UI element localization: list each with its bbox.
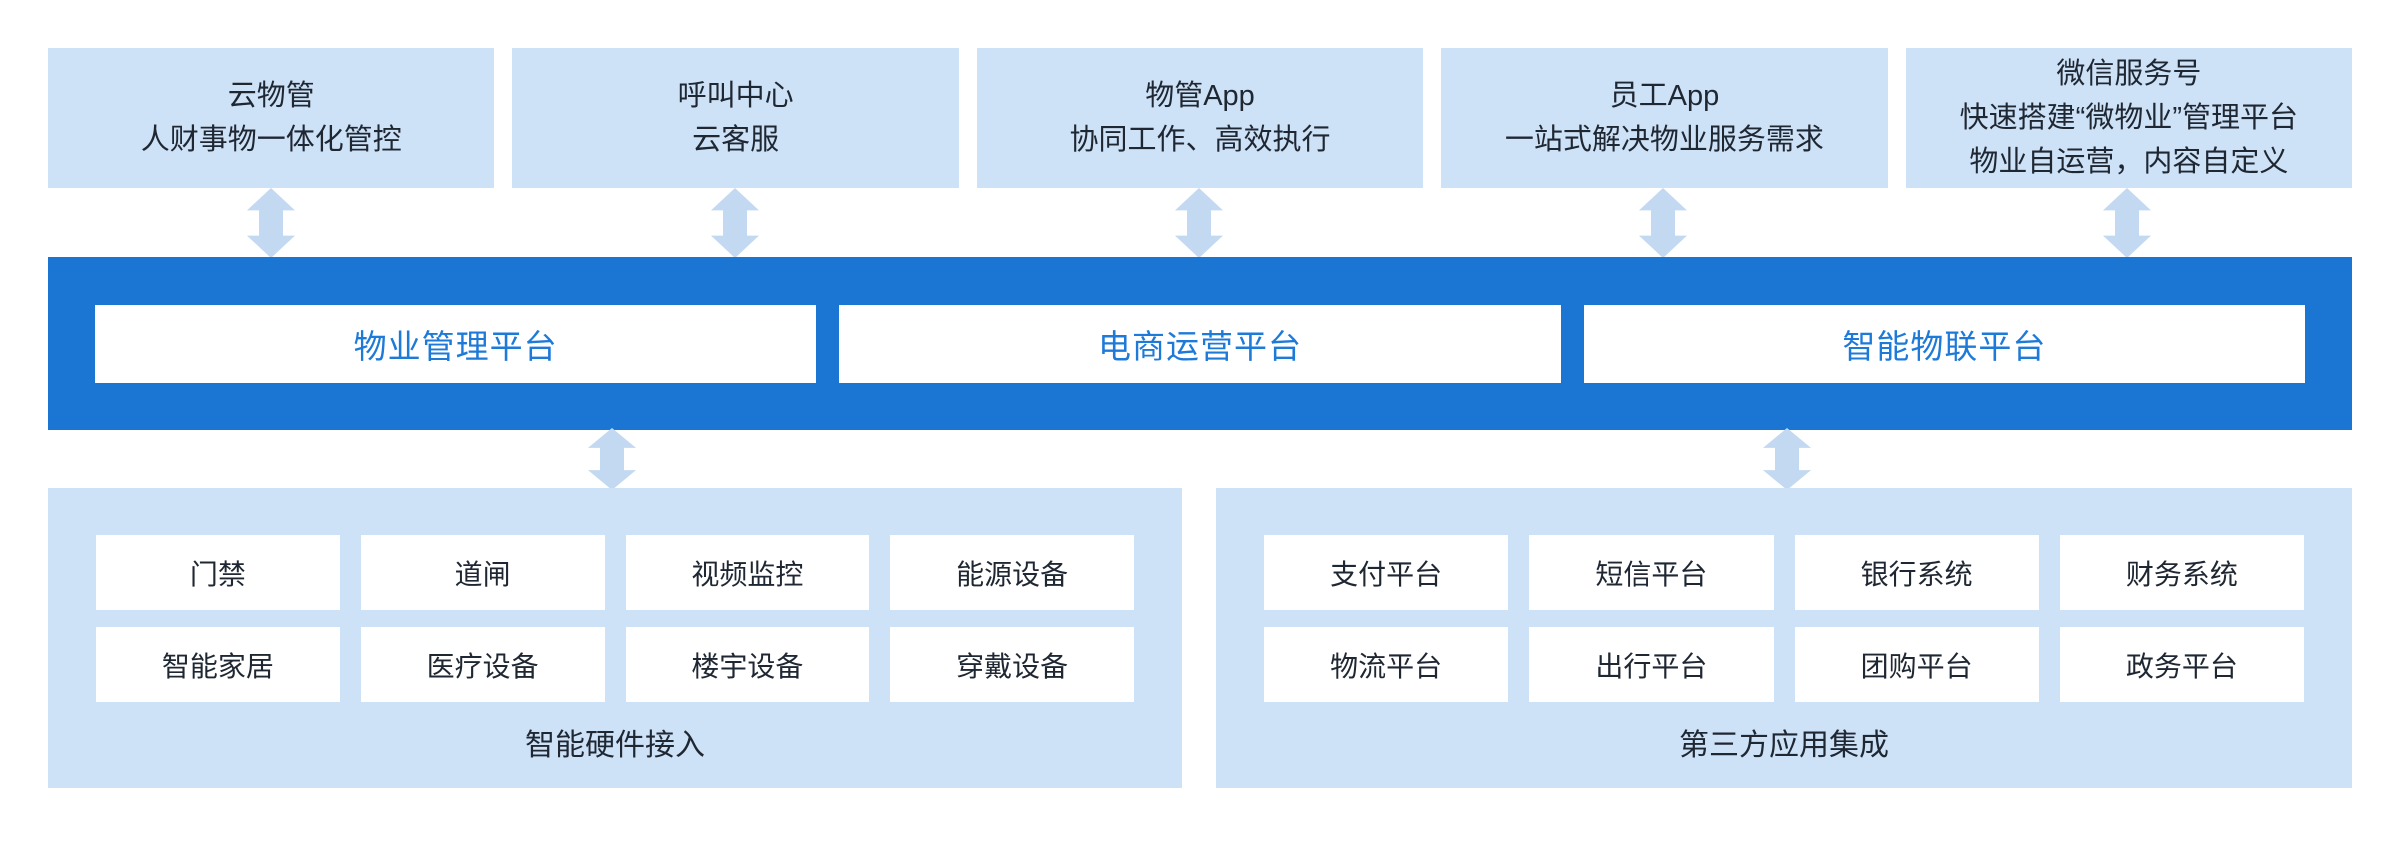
double-arrow-icon: [588, 428, 636, 490]
hardware-item: 穿戴设备: [890, 627, 1134, 702]
app-box-line: 一站式解决物业服务需求: [1504, 124, 1824, 156]
double-arrow-icon: [2103, 188, 2151, 258]
double-arrow-icon: [1763, 428, 1811, 490]
app-box-line: 人财事物一体化管控: [140, 124, 402, 156]
platform-property-management: 物业管理平台: [95, 304, 817, 383]
third-party-item: 政务平台: [2059, 627, 2304, 702]
platform-bar: 物业管理平台 电商运营平台 智能物联平台: [48, 257, 2352, 430]
third-party-item: 支付平台: [1264, 535, 1509, 610]
platform-smart-iot: 智能物联平台: [1583, 304, 2305, 383]
third-party-item: 物流平台: [1264, 627, 1509, 702]
third-party-item: 财务系统: [2059, 535, 2304, 610]
app-box-wechat-service: 微信服务号 快速搭建“微物业”管理平台 物业自运营，内容自定义: [1905, 48, 2353, 188]
panel-label-third-party: 第三方应用集成: [1679, 729, 1889, 762]
app-box-line: 呼叫中心: [677, 80, 794, 112]
app-box-line: 微信服务号: [2056, 58, 2202, 90]
app-box-staff-app: 员工App 一站式解决物业服务需求: [1441, 48, 1888, 188]
double-arrow-icon: [1175, 188, 1223, 258]
app-box-call-center: 呼叫中心 云客服: [512, 48, 959, 188]
app-box-line: 物管App: [1145, 80, 1255, 112]
third-party-item: 银行系统: [1794, 535, 2039, 610]
platform-ecommerce-operation: 电商运营平台: [839, 304, 1561, 383]
hardware-item: 智能家居: [96, 627, 340, 702]
app-box-line: 员工App: [1609, 80, 1720, 112]
double-arrow-icon: [247, 188, 295, 258]
third-party-item: 团购平台: [1794, 627, 2039, 702]
third-party-item: 短信平台: [1529, 535, 1774, 610]
hardware-item: 楼宇设备: [625, 627, 870, 702]
app-box-line: 协同工作、高效执行: [1069, 124, 1331, 156]
app-box-property-app: 物管App 协同工作、高效执行: [976, 48, 1424, 188]
hardware-item: 视频监控: [625, 535, 870, 610]
smart-hardware-grid: 门禁 道闸 视频监控 能源设备 智能家居 医疗设备 楼宇设备 穿戴设备: [96, 535, 1134, 702]
third-party-item: 出行平台: [1529, 627, 1774, 702]
double-arrow-icon: [711, 188, 759, 258]
panel-label-smart-hardware: 智能硬件接入: [525, 729, 705, 762]
top-app-row: 云物管 人财事物一体化管控 呼叫中心 云客服 物管App 协同工作、高效执行 员…: [48, 48, 2353, 188]
panel-smart-hardware: 门禁 道闸 视频监控 能源设备 智能家居 医疗设备 楼宇设备 穿戴设备 智能硬件…: [48, 488, 1182, 788]
app-box-cloud-property: 云物管 人财事物一体化管控: [48, 48, 495, 188]
app-box-line: 云物管: [227, 80, 315, 112]
panel-third-party: 支付平台 短信平台 银行系统 财务系统 物流平台 出行平台 团购平台 政务平台 …: [1216, 488, 2352, 788]
hardware-item: 能源设备: [890, 535, 1134, 610]
app-box-line: 物业自运营，内容自定义: [1969, 146, 2289, 178]
third-party-grid: 支付平台 短信平台 银行系统 财务系统 物流平台 出行平台 团购平台 政务平台: [1264, 535, 2304, 702]
hardware-item: 道闸: [360, 535, 605, 610]
app-box-line: 快速搭建“微物业”管理平台: [1959, 102, 2298, 134]
hardware-item: 医疗设备: [360, 627, 605, 702]
hardware-item: 门禁: [96, 535, 340, 610]
double-arrow-icon: [1639, 188, 1687, 258]
app-box-line: 云客服: [692, 124, 780, 156]
